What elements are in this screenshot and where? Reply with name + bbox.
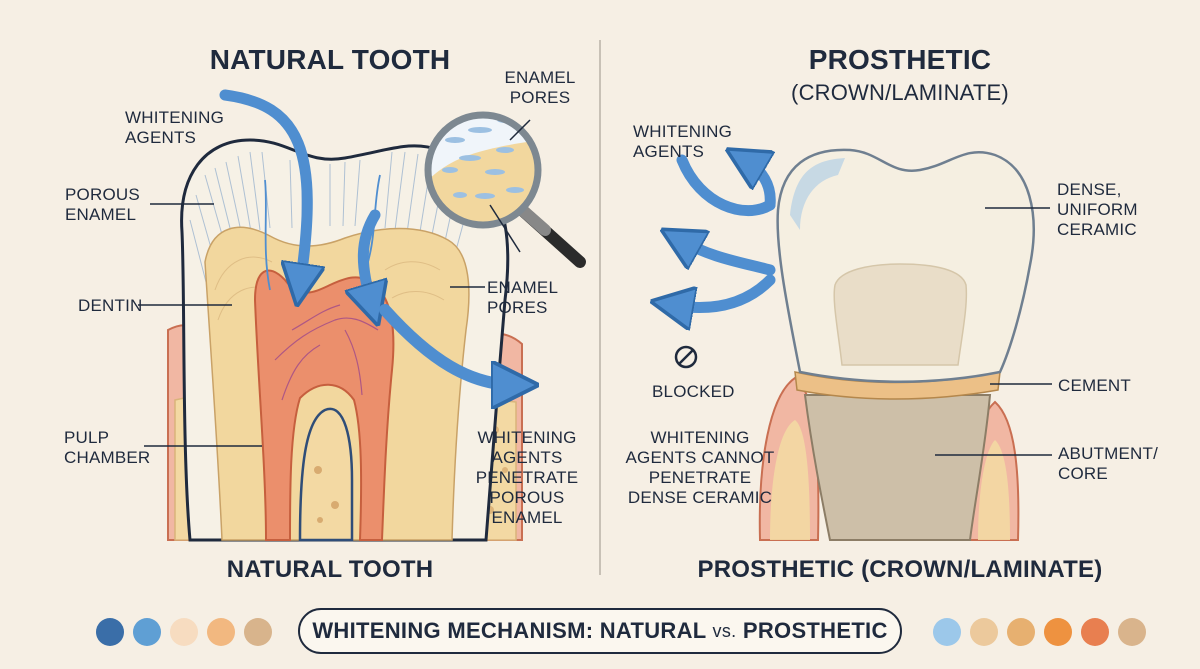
label-penetrate-note: WHITENING AGENTS PENETRATE POROUS ENAMEL	[475, 428, 579, 527]
root-canal	[298, 407, 354, 542]
banner-prefix: WHITENING MECHANISM: NATURAL	[312, 618, 713, 643]
palette-dot	[170, 618, 198, 646]
palette-dot	[96, 618, 124, 646]
palette-dot	[1118, 618, 1146, 646]
label-abutment-core: ABUTMENT/ CORE	[1058, 444, 1159, 483]
palette-dot	[133, 618, 161, 646]
blocked-icon	[674, 345, 698, 369]
palette-dot	[970, 618, 998, 646]
whitening-arrow-1	[219, 89, 307, 285]
prosthetic-bottom-title: PROSTHETIC (CROWN/LAMINATE)	[697, 556, 1103, 583]
label-whitening-agents-left: WHITENING AGENTS	[125, 108, 225, 147]
palette-dot	[1007, 618, 1035, 646]
palette-dot	[1044, 618, 1072, 646]
mechanism-banner: WHITENING MECHANISM: NATURAL vs. PROSTHE…	[298, 608, 902, 654]
deflected-arrow-1b	[745, 160, 776, 211]
palette-dot	[933, 618, 961, 646]
natural-tooth-illustration	[138, 89, 586, 542]
label-enamel-pores-side: ENAMEL PORES	[487, 278, 559, 317]
label-porous-enamel: POROUS ENAMEL	[65, 185, 140, 224]
palette-dot	[244, 618, 272, 646]
natural-tooth-title: NATURAL TOOTH	[209, 44, 451, 75]
deflected-arrow-3	[672, 274, 776, 308]
natural-tooth-bottom-title: NATURAL TOOTH	[226, 556, 434, 583]
bone-prosthetic-right	[978, 440, 1010, 540]
label-pulp-chamber: PULP CHAMBER	[64, 428, 151, 467]
pulp-chamber	[253, 269, 395, 541]
label-cement: CEMENT	[1058, 376, 1131, 395]
abutment-core	[803, 394, 992, 541]
whitening-arrow-2	[363, 209, 375, 305]
prosthetic-subtitle: (CROWN/LAMINATE)	[791, 80, 1009, 105]
banner-vs: vs.	[712, 620, 737, 641]
label-whitening-agents-right: WHITENING AGENTS	[633, 122, 733, 161]
deflected-arrow-1	[676, 154, 776, 217]
label-dense-ceramic: DENSE, UNIFORM CERAMIC	[1057, 180, 1138, 239]
palette-left	[96, 618, 272, 646]
inner-core	[833, 263, 968, 366]
magnifier-icon	[424, 111, 586, 268]
label-blocked: BLOCKED	[652, 382, 735, 401]
palette-dot	[1081, 618, 1109, 646]
prosthetic-title: PROSTHETIC	[808, 44, 992, 75]
bone-prosthetic	[770, 420, 810, 540]
label-cannot-penetrate-note: WHITENING AGENTS CANNOT PENETRATE DENSE …	[625, 428, 775, 507]
banner-suffix: PROSTHETIC	[736, 618, 888, 643]
prosthetic-tooth-illustration	[672, 150, 1052, 541]
label-enamel-pores-top: ENAMEL PORES	[504, 68, 576, 107]
palette-dot	[207, 618, 235, 646]
palette-right	[933, 618, 1146, 646]
whitening-arrow-3	[379, 304, 515, 385]
deflected-arrow-2	[680, 240, 776, 276]
label-dentin: DENTIN	[78, 296, 143, 315]
